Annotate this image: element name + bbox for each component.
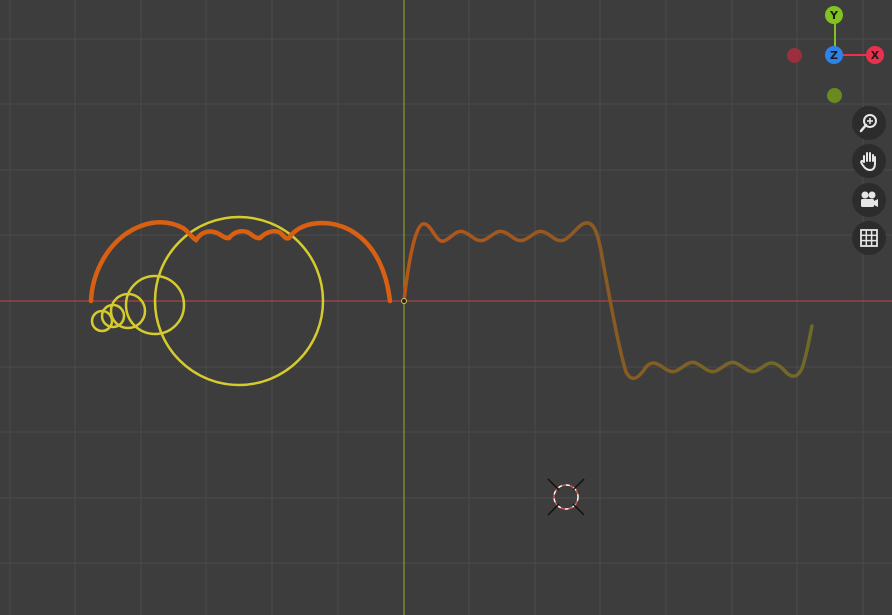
epicycle-circle-3 — [109, 292, 147, 330]
gizmo-z-axis[interactable]: Z — [825, 46, 843, 64]
zoom-button[interactable] — [852, 106, 886, 140]
camera-view-button[interactable] — [852, 183, 886, 217]
pan-button[interactable] — [852, 144, 886, 178]
gizmo-y-line — [834, 20, 836, 48]
navigation-gizmo[interactable]: Y Z X — [780, 0, 892, 110]
epicycle-circle-1 — [153, 215, 325, 387]
epicycle-circle-2 — [124, 274, 186, 336]
gizmo-neg-x-axis[interactable] — [787, 48, 802, 63]
grid-icon — [860, 229, 878, 247]
zoom-in-icon — [859, 114, 877, 133]
epicycle-circle-5 — [90, 309, 114, 333]
hand-icon — [860, 152, 876, 172]
origin-point[interactable] — [401, 298, 407, 304]
gizmo-x-axis[interactable]: X — [866, 46, 884, 64]
square-wave-curve[interactable] — [402, 221, 814, 381]
epicycle-circles[interactable] — [90, 215, 325, 387]
gizmo-x-line — [842, 54, 872, 56]
camera-icon — [861, 191, 878, 207]
epicycle-circle-4 — [100, 303, 126, 329]
gizmo-y-axis[interactable]: Y — [825, 6, 843, 24]
3d-cursor[interactable] — [547, 478, 585, 516]
gizmo-neg-y-axis[interactable] — [827, 88, 842, 103]
traced-curve[interactable] — [88, 220, 393, 304]
ortho-toggle-button[interactable] — [852, 221, 886, 255]
